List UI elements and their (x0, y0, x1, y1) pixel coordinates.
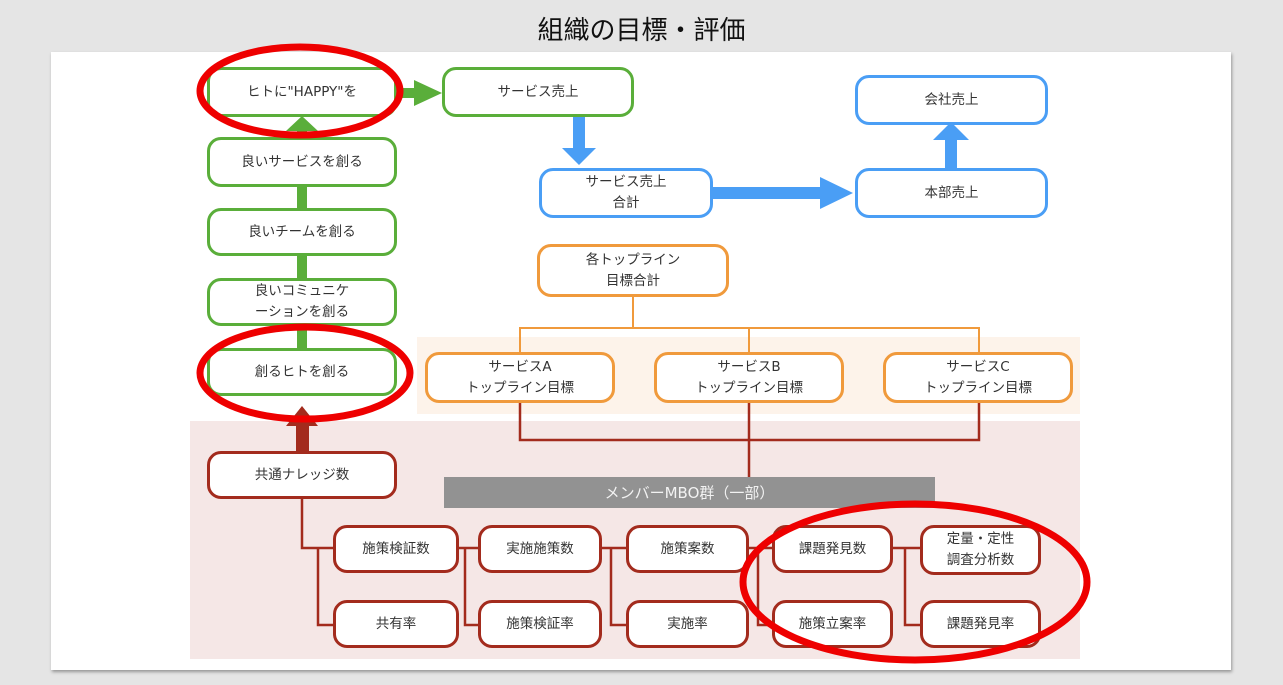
arrow-division-to-company (945, 138, 957, 170)
arrow-happy-to-sales (396, 88, 416, 98)
node-proposal-rate: 施策立案率 (772, 600, 893, 648)
node-good-service: 良いサービスを創る (207, 137, 397, 187)
node-execution-rate: 実施率 (626, 600, 749, 648)
mbo-tree (300, 402, 981, 627)
arrow-happy-to-sales-head (414, 80, 442, 106)
node-measure-verify-count: 施策検証数 (333, 525, 459, 573)
link-create-comm (297, 325, 307, 350)
arrow-sales-to-total (573, 116, 585, 150)
node-share-rate: 共有率 (333, 600, 459, 648)
node-issue-count: 課題発見数 (772, 525, 893, 573)
arrow-total-to-division (712, 187, 822, 199)
node-measure-verify-rate: 施策検証率 (478, 600, 602, 648)
arrow-division-to-company-head (933, 122, 969, 140)
node-good-communication: 良いコミュニケ ーションを創る (207, 278, 397, 326)
link-comm-team (297, 256, 307, 279)
arrow-service-to-happy-head (286, 116, 318, 131)
slide-title: 組織の目標・評価 (537, 16, 746, 46)
node-happy: ヒトに"HAPPY"を (207, 67, 397, 117)
node-service-sales-total: サービス売上 合計 (539, 168, 713, 218)
revenue-arrows (562, 116, 969, 209)
node-service-sales: サービス売上 (442, 67, 634, 117)
node-research-count: 定量・定性 調査分析数 (920, 525, 1041, 575)
node-create-people: 創るヒトを創る (207, 348, 397, 396)
arrow-total-to-division-head (820, 177, 853, 209)
node-executed-measures: 実施施策数 (478, 525, 602, 573)
node-company-sales: 会社売上 (855, 75, 1048, 125)
node-issue-rate: 課題発見率 (920, 600, 1041, 648)
node-service-c: サービスC トップライン目標 (883, 352, 1073, 403)
node-service-b: サービスB トップライン目標 (654, 352, 844, 403)
node-shared-knowledge: 共通ナレッジ数 (207, 451, 397, 499)
topline-tree (519, 296, 980, 356)
knowledge-arrow-head (286, 406, 318, 426)
node-service-a: サービスA トップライン目標 (425, 352, 615, 403)
node-proposal-count: 施策案数 (626, 525, 749, 573)
mbo-banner: メンバーMBO群（一部） (444, 477, 935, 508)
node-topline-total: 各トップライン 目標合計 (537, 244, 729, 297)
arrow-sales-to-total-head (562, 148, 596, 165)
knowledge-arrow (286, 406, 318, 454)
node-division-sales: 本部売上 (855, 168, 1048, 218)
link-team-service (297, 186, 307, 210)
node-good-team: 良いチームを創る (207, 208, 397, 256)
